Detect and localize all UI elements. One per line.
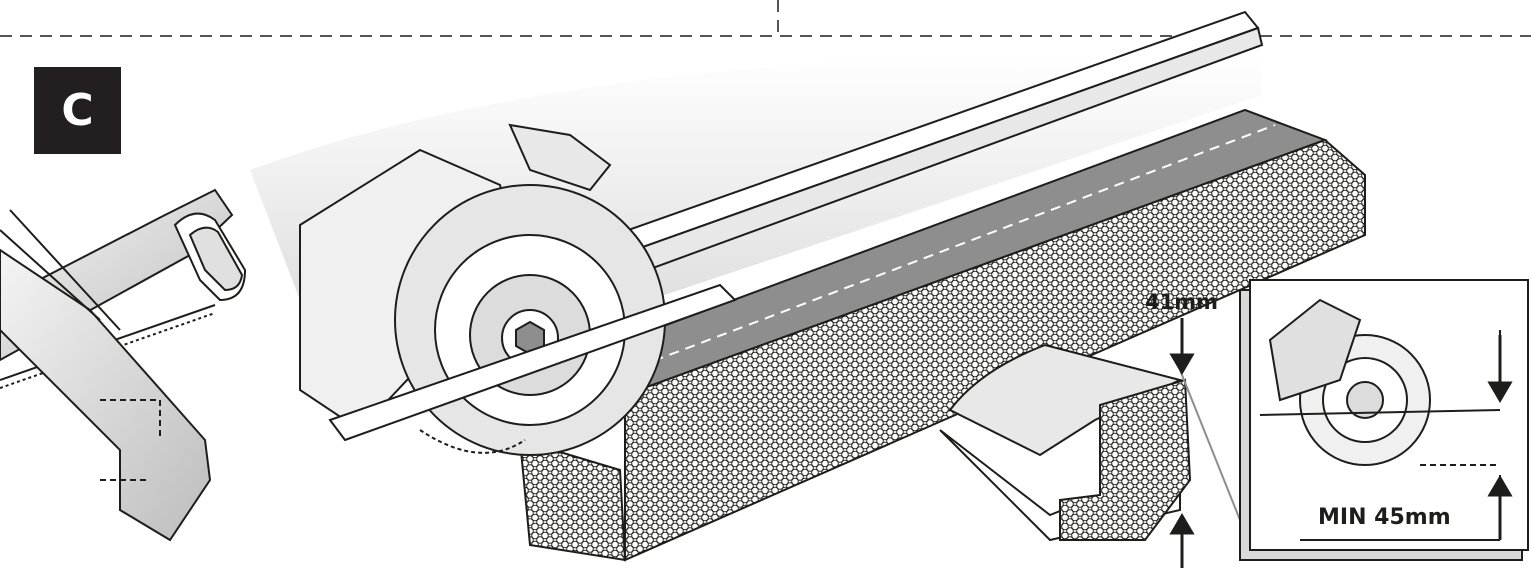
fold-line-top	[0, 0, 1531, 37]
circular-saw	[299, 123, 737, 456]
inset-foam-cutaway	[939, 343, 1241, 542]
cut-depth-label: 41mm	[1145, 290, 1218, 314]
dimension-arrows	[1169, 318, 1513, 568]
step-badge: C	[34, 67, 121, 154]
metal-stud	[0, 209, 212, 542]
min-depth-label: MIN 45mm	[1318, 505, 1451, 530]
inset-saw-panel	[1239, 279, 1529, 561]
